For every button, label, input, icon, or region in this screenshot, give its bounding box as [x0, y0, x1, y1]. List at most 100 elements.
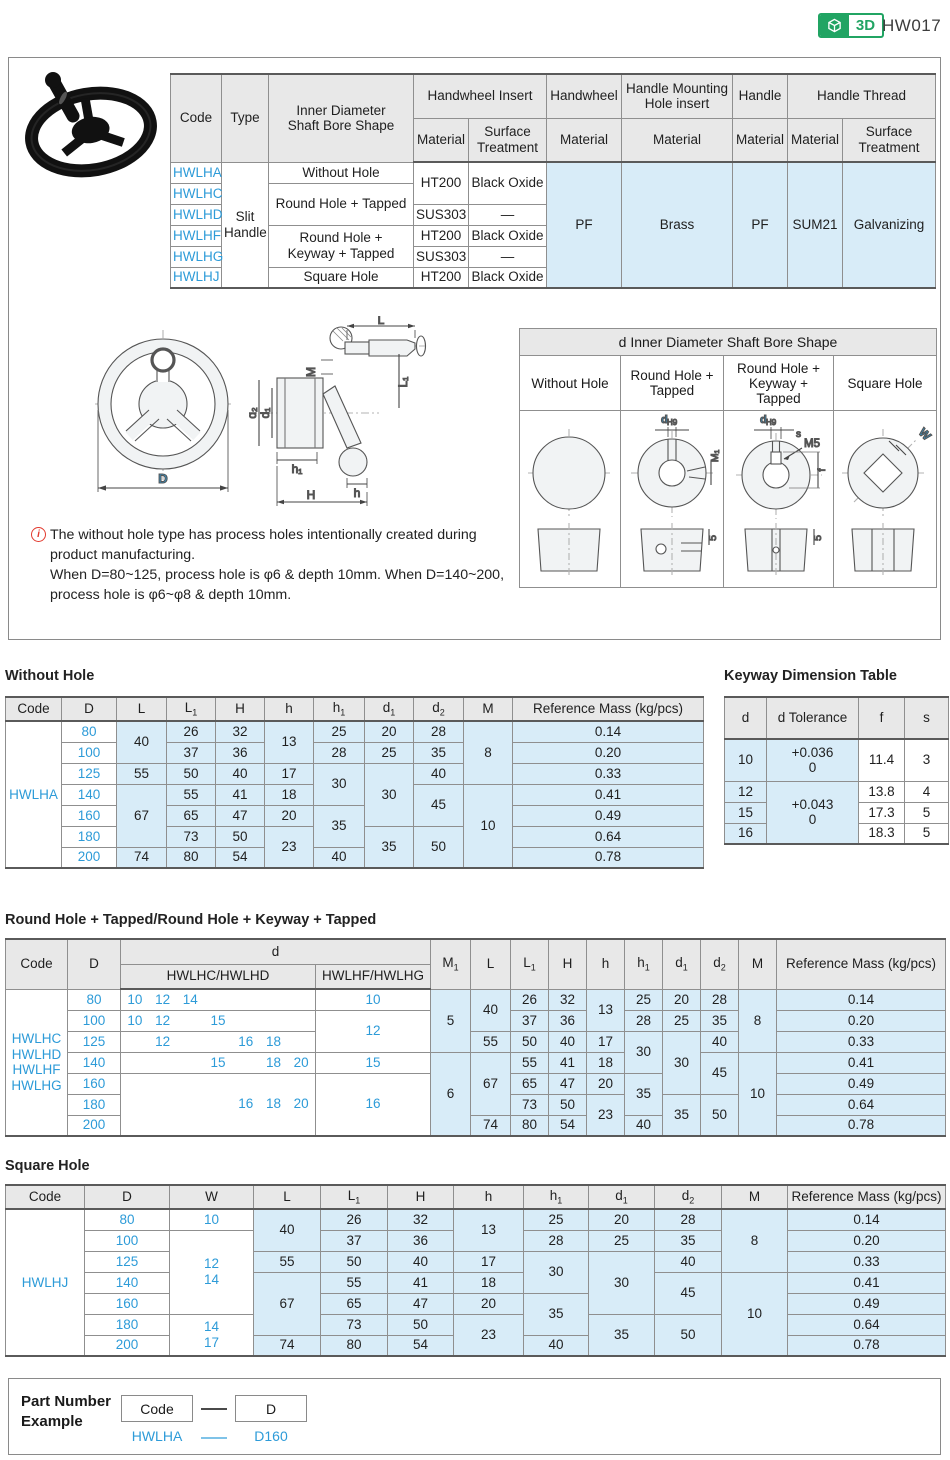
header-cell: d1 — [588, 1184, 655, 1210]
header-cell: s — [904, 696, 949, 740]
cell: 50 — [548, 1093, 588, 1116]
cell: 125 — [61, 762, 117, 785]
section-title-without-hole: Without Hole — [5, 668, 95, 684]
header-cell: Material — [413, 117, 469, 163]
cell: 0.20 — [787, 1229, 946, 1252]
cell: 15 — [314, 1051, 432, 1074]
cell: 55 — [320, 1271, 388, 1294]
cell: 4 — [904, 780, 949, 803]
view-3d-badge[interactable]: 3D — [818, 13, 884, 38]
header-cell: HWLHC/HWLHD — [120, 963, 316, 990]
bore-col-round-keyway: Round Hole + Keyway + Tapped — [723, 356, 833, 411]
header-cell: d Tolerance — [766, 696, 859, 740]
cell: 13.8 — [858, 780, 905, 803]
note-line: The without hole type has process holes … — [50, 527, 477, 543]
header-cell: h1 — [523, 1184, 589, 1210]
cell: 0.33 — [512, 762, 704, 785]
header-cell: Material — [787, 117, 843, 163]
cell: 0.20 — [512, 741, 704, 764]
part-number-label: Part Number Example — [21, 1393, 112, 1430]
cell: 28 — [413, 720, 464, 743]
cell: 0.49 — [776, 1072, 947, 1095]
header-cell: Type — [221, 73, 269, 163]
cell: 35 — [662, 1093, 702, 1137]
cell: 50 — [166, 762, 216, 785]
header-cell: Reference Mass (kg/pcs) — [776, 938, 947, 990]
cell: 0.78 — [776, 1114, 947, 1137]
cell: 47 — [548, 1072, 588, 1095]
cell: 40 — [116, 720, 167, 764]
cell: 10 — [724, 738, 767, 782]
cell: 125 — [84, 1250, 170, 1273]
dim-L-label: L — [378, 316, 385, 327]
cell: 50 — [654, 1313, 722, 1357]
product-photo — [13, 68, 165, 183]
label-m1: M₁ — [709, 449, 721, 462]
bore-col-without-hole: Without Hole — [520, 356, 620, 411]
header-cell: D — [67, 938, 121, 990]
cell: 0.78 — [787, 1334, 946, 1357]
label-m5: M5 — [804, 438, 820, 450]
cell: 67 — [470, 1051, 512, 1116]
header-cell: H — [387, 1184, 454, 1210]
cell: 18 — [453, 1271, 524, 1294]
cell: 12 — [724, 780, 767, 803]
cell: 20 — [453, 1292, 524, 1315]
cell: 20 — [662, 988, 702, 1011]
cell: 23 — [264, 825, 314, 869]
cell: 17 — [586, 1030, 626, 1053]
cell: 80 — [166, 846, 216, 869]
cell: 54 — [387, 1334, 454, 1357]
header-cell: Material — [546, 117, 622, 163]
header-cell: L — [470, 938, 512, 990]
cell: 17 — [264, 762, 314, 785]
cell: 8 — [721, 1208, 788, 1273]
cell: 35 — [523, 1292, 589, 1336]
header-cell: d1 — [662, 938, 702, 990]
cell: HWLHD — [170, 203, 223, 226]
bore-shape-table: d Inner Diameter Shaft Bore Shape Withou… — [519, 328, 937, 588]
header-cell: L — [253, 1184, 321, 1210]
cell: 16 — [724, 822, 767, 845]
part-number-example-d: D160 — [254, 1428, 288, 1444]
cell: 100 — [67, 1009, 121, 1032]
cell: 0.41 — [776, 1051, 947, 1074]
cell: Without Hole — [268, 161, 414, 184]
cell: HT200 — [413, 224, 469, 247]
cell: Round Hole +Keyway + Tapped — [268, 224, 414, 268]
cell: 40 — [700, 1030, 740, 1053]
cell: 20 — [586, 1072, 626, 1095]
cell: 17 — [453, 1250, 524, 1273]
cell: 35 — [364, 825, 414, 869]
dim-h-label: h — [354, 486, 361, 500]
page-code: HW017 — [882, 16, 942, 35]
cell: 32 — [548, 988, 588, 1011]
cell: 140 — [84, 1271, 170, 1294]
cell: 50 — [700, 1093, 740, 1137]
diagram-square-hole: W — [833, 411, 936, 587]
cell: 26 — [166, 720, 216, 743]
header-cell: d — [119, 938, 432, 965]
cell: 67 — [116, 783, 167, 848]
cell: 26 — [320, 1208, 388, 1231]
